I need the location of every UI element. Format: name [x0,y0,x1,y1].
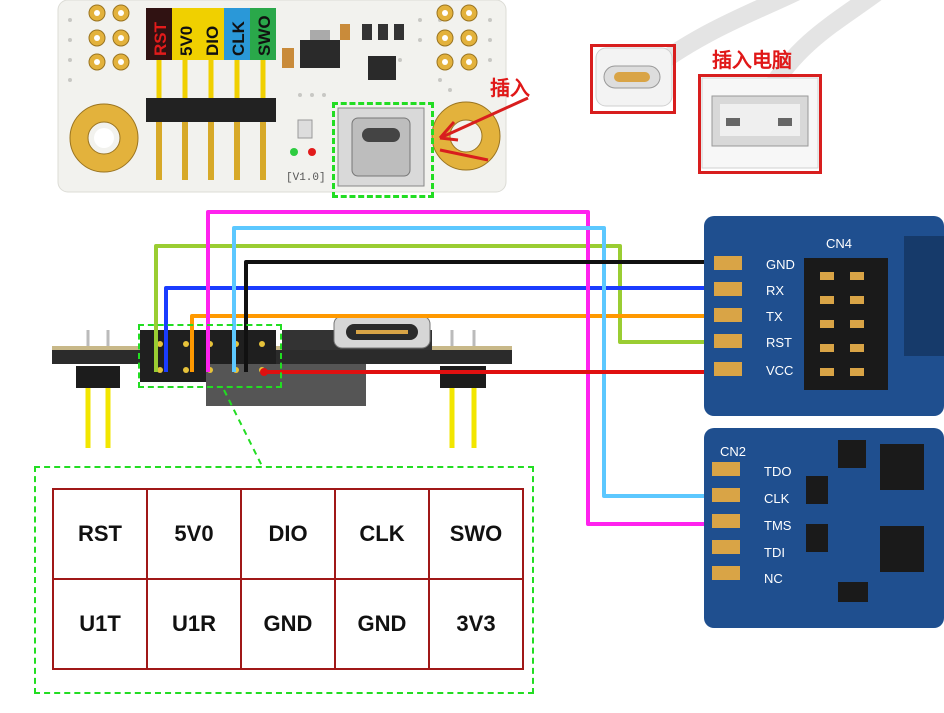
pinout-cell: DIO [240,488,336,580]
pinout-cell: GND [240,578,336,670]
cn2-pin-tms: TMS [764,518,792,533]
pinout-row: U1T U1R GND GND 3V3 [52,578,524,670]
board-pin-swo: SWO [255,15,274,56]
usb-cable [595,0,882,169]
side-usb-c-port [333,315,431,349]
plug-into-pc-caption: 插入电脑 [712,50,792,72]
cn4-pin-vcc: VCC [766,363,793,378]
board-pin-clk: CLK [229,20,248,56]
version-mark: [V1.0] [286,172,326,184]
pinout-cell: 5V0 [146,488,242,580]
cn4-pin-gnd: GND [766,257,795,272]
wire-clk [232,226,740,498]
cn2-pin-clk: CLK [764,491,790,506]
usb-c-plug-highlight [590,44,676,114]
wires [154,210,740,526]
pinout-row: RST 5V0 DIO CLK SWO [52,488,524,580]
cn4-pin-rst: RST [766,335,792,350]
wire-gnd [244,260,740,372]
pinout-cell: RST [52,488,148,580]
wire-rst [154,244,740,372]
board-pin-rst: RST [151,21,170,56]
cn2-pin-tdo: TDO [764,464,791,479]
cn2-title: CN2 [720,444,746,459]
wire-rx [164,286,740,372]
board-usb-highlight [332,102,434,198]
side-header-highlight [138,324,282,388]
pinout-table-frame [34,466,534,694]
usb-a-plug-highlight [698,74,822,174]
board-pin-dio: DIO [203,26,222,56]
board-pin-5v0: 5V0 [177,26,196,56]
cn2-pin-tdi: TDI [764,545,785,560]
pin-label-strip [146,8,276,60]
pinout-cell: 3V3 [428,578,524,670]
usb-c-plug [595,47,673,107]
cn4-pin-rx: RX [766,283,784,298]
debugger-board-top: RST 5V0 DIO CLK SWO [57,0,529,193]
cn2-pin-nc: NC [764,571,783,586]
plug-arrow [438,96,529,162]
wire-tx [190,314,740,372]
mounting-hole-left [69,103,139,173]
cn4-board: CN4 GND RX TX RST VCC [704,216,944,416]
wire-tms [206,210,740,526]
pinout-cell: SWO [428,488,524,580]
debugger-board-side [52,315,512,448]
header-to-table-connector [223,389,263,467]
pinout-cell: U1T [52,578,148,670]
pinout-cell: U1R [146,578,242,670]
usb-a-plug [701,77,819,169]
pinout-cell: GND [334,578,430,670]
cn2-board: CN2 TDO CLK TMS TDI NC [704,428,944,628]
cn4-title: CN4 [826,236,852,251]
pinout-table: RST 5V0 DIO CLK SWO U1T U1R GND GND 3V3 [52,488,524,670]
pinout-cell: CLK [334,488,430,580]
cn4-pin-tx: TX [766,309,783,324]
board-usb-c-port [337,107,425,187]
plug-in-caption: 插入 [490,78,530,100]
